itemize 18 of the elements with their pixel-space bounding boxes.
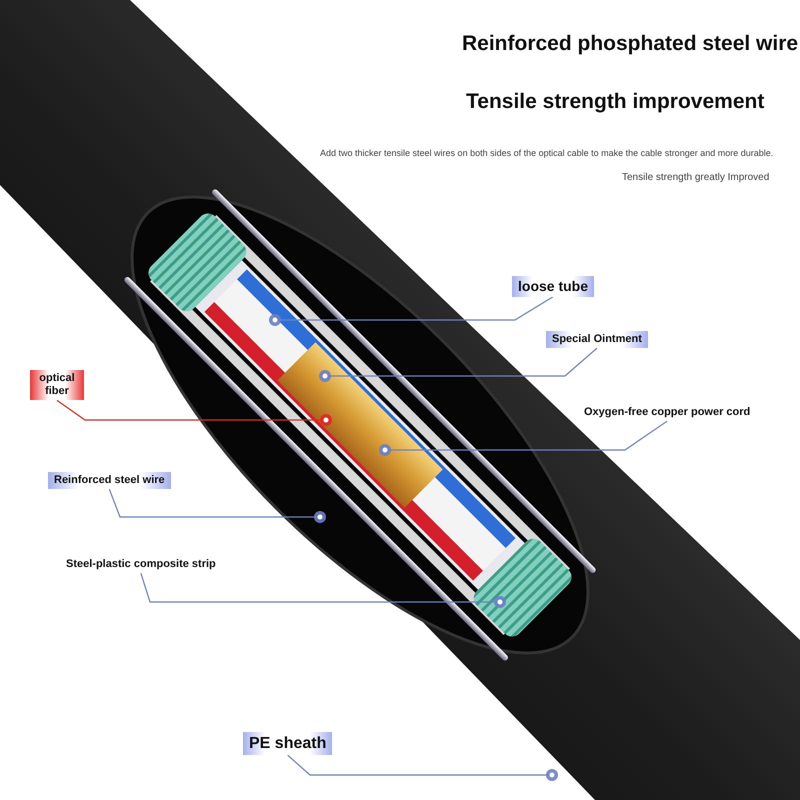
subheading: Tensile strength improvement (466, 90, 764, 114)
callout-label: optical fiber (30, 370, 84, 400)
leader-line (269, 296, 554, 326)
callout-label: PE sheath (243, 732, 332, 756)
callout-label: Reinforced steel wire (48, 472, 171, 490)
note-text: Tensile strength greatly Improved (622, 172, 770, 183)
leader-line (319, 348, 598, 382)
callout-label: Special Ointment (546, 331, 648, 348)
callout-label: loose tube (512, 276, 594, 297)
leader-line (108, 488, 326, 523)
heading: Reinforced phosphated steel wire (462, 32, 798, 56)
leader-line (56, 400, 332, 426)
leader-line (140, 573, 506, 608)
description-text: Add two thicker tensile steel wires on both sides of the optical cable to make the cable stronger and more durable. (320, 148, 774, 158)
callout-label: Steel-plastic composite strip (60, 556, 222, 574)
leader-line (287, 754, 558, 781)
leader-line (379, 420, 668, 456)
callout-label: Oxygen-free copper power cord (578, 404, 756, 422)
